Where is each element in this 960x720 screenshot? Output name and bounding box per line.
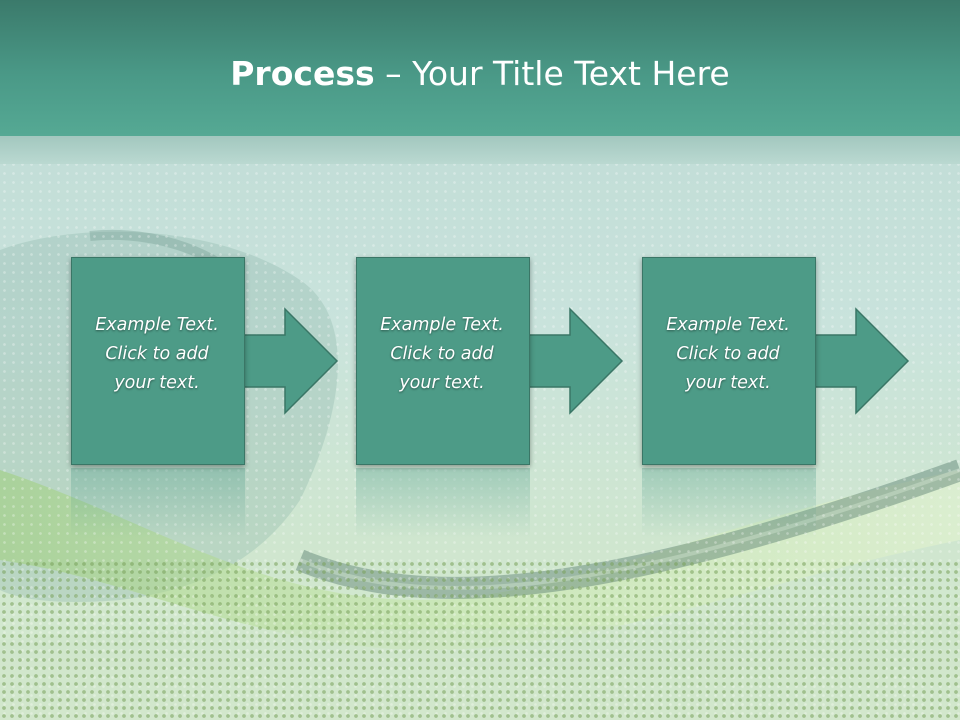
step-text-line: Example Text.	[666, 315, 790, 335]
title-bar	[0, 0, 960, 136]
step-text-line: Example Text.	[380, 315, 504, 335]
step-text-line: Click to add	[390, 344, 494, 364]
step-box	[71, 257, 245, 465]
right-arrow-icon	[241, 307, 339, 415]
right-arrow-icon	[526, 307, 624, 415]
slide-title-rest: – Your Title Text Here	[374, 54, 730, 93]
step-box	[642, 257, 816, 465]
step-reflection-3	[642, 468, 816, 538]
step-reflection-1	[71, 468, 245, 538]
step-text[interactable]: Example Text. Click to add your text.	[356, 311, 528, 398]
step-reflection-2	[356, 468, 530, 538]
step-box	[356, 257, 530, 465]
process-step-1[interactable]: Example Text. Click to add your text.	[71, 257, 339, 465]
right-arrow-icon	[812, 307, 910, 415]
step-text-line: your text.	[399, 373, 485, 393]
process-step-3[interactable]: Example Text. Click to add your text.	[642, 257, 910, 465]
slide-title[interactable]: Process – Your Title Text Here	[0, 52, 960, 96]
step-text-line: your text.	[114, 373, 200, 393]
slide-title-bold: Process	[230, 54, 375, 93]
step-text-line: Click to add	[105, 344, 209, 364]
process-step-2[interactable]: Example Text. Click to add your text.	[356, 257, 624, 465]
step-text-line: your text.	[685, 373, 771, 393]
step-text[interactable]: Example Text. Click to add your text.	[642, 311, 814, 398]
title-bar-band	[0, 136, 960, 164]
dot-texture-bottom	[0, 560, 960, 720]
step-text-line: Example Text.	[95, 315, 219, 335]
step-text-line: Click to add	[676, 344, 780, 364]
step-text[interactable]: Example Text. Click to add your text.	[71, 311, 243, 398]
